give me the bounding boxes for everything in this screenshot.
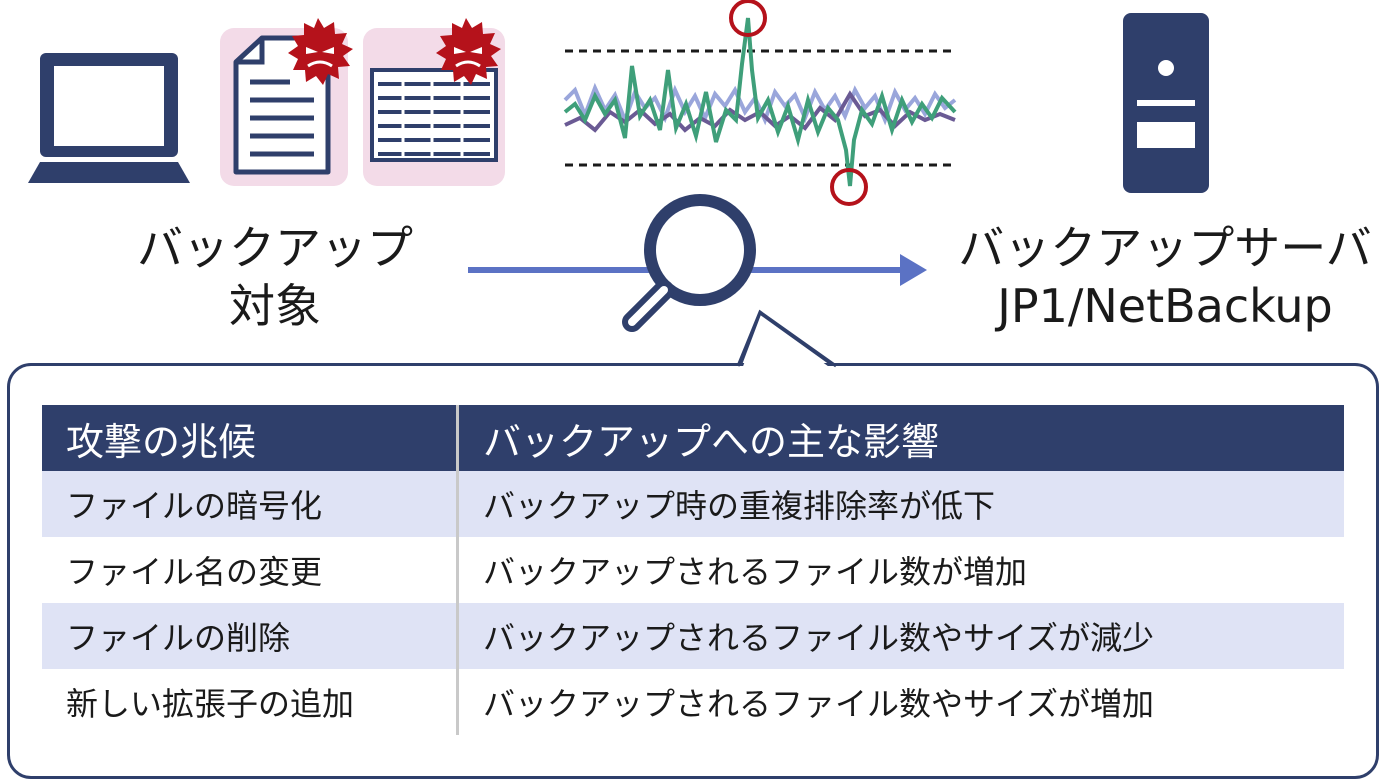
table-row: ファイルの暗号化 バックアップ時の重複排除率が低下 bbox=[42, 471, 1344, 537]
anomaly-graph bbox=[563, 0, 957, 206]
symptom-cell: ファイルの削除 bbox=[42, 603, 459, 669]
symptom-cell: 新しい拡張子の追加 bbox=[42, 669, 459, 735]
backup-target-label: バックアップ 対象 bbox=[130, 219, 420, 335]
symptom-cell: ファイルの暗号化 bbox=[42, 471, 459, 537]
impact-cell: バックアップされるファイル数やサイズが増加 bbox=[457, 669, 1344, 735]
table-row: 新しい拡張子の追加 バックアップされるファイル数やサイズが増加 bbox=[42, 669, 1344, 735]
impact-cell: バックアップされるファイル数やサイズが減少 bbox=[457, 603, 1344, 669]
impact-cell: バックアップされるファイル数が増加 bbox=[457, 537, 1344, 603]
symptom-cell: ファイル名の変更 bbox=[42, 537, 459, 603]
callout-pointer bbox=[738, 310, 835, 368]
symptom-impact-table: 攻撃の兆候 バックアップへの主な影響 ファイルの暗号化 バックアップ時の重複排除… bbox=[42, 405, 1344, 735]
header-symptom: 攻撃の兆候 bbox=[42, 405, 459, 471]
backup-server-line2: JP1/NetBackup bbox=[997, 279, 1333, 333]
table-row: ファイル名の変更 バックアップされるファイル数が増加 bbox=[42, 537, 1344, 603]
virus-icon bbox=[436, 18, 501, 85]
infected-spreadsheet-icon bbox=[363, 28, 505, 186]
backup-target-line1: バックアップ bbox=[137, 221, 413, 275]
backup-server-line1: バックアップサーバ bbox=[958, 221, 1372, 275]
virus-icon bbox=[288, 18, 353, 85]
backup-target-line2: 対象 bbox=[229, 279, 321, 333]
header-impact: バックアップへの主な影響 bbox=[457, 405, 1344, 471]
magnifier-icon bbox=[622, 194, 756, 332]
backup-server-label: バックアップサーバ JP1/NetBackup bbox=[950, 219, 1380, 335]
laptop-icon bbox=[28, 53, 190, 183]
table-header-row: 攻撃の兆候 バックアップへの主な影響 bbox=[42, 405, 1344, 471]
table-row: ファイルの削除 バックアップされるファイル数やサイズが減少 bbox=[42, 603, 1344, 669]
impact-cell: バックアップ時の重複排除率が低下 bbox=[457, 471, 1344, 537]
server-icon bbox=[1123, 13, 1209, 193]
infected-document-icon bbox=[220, 28, 348, 186]
